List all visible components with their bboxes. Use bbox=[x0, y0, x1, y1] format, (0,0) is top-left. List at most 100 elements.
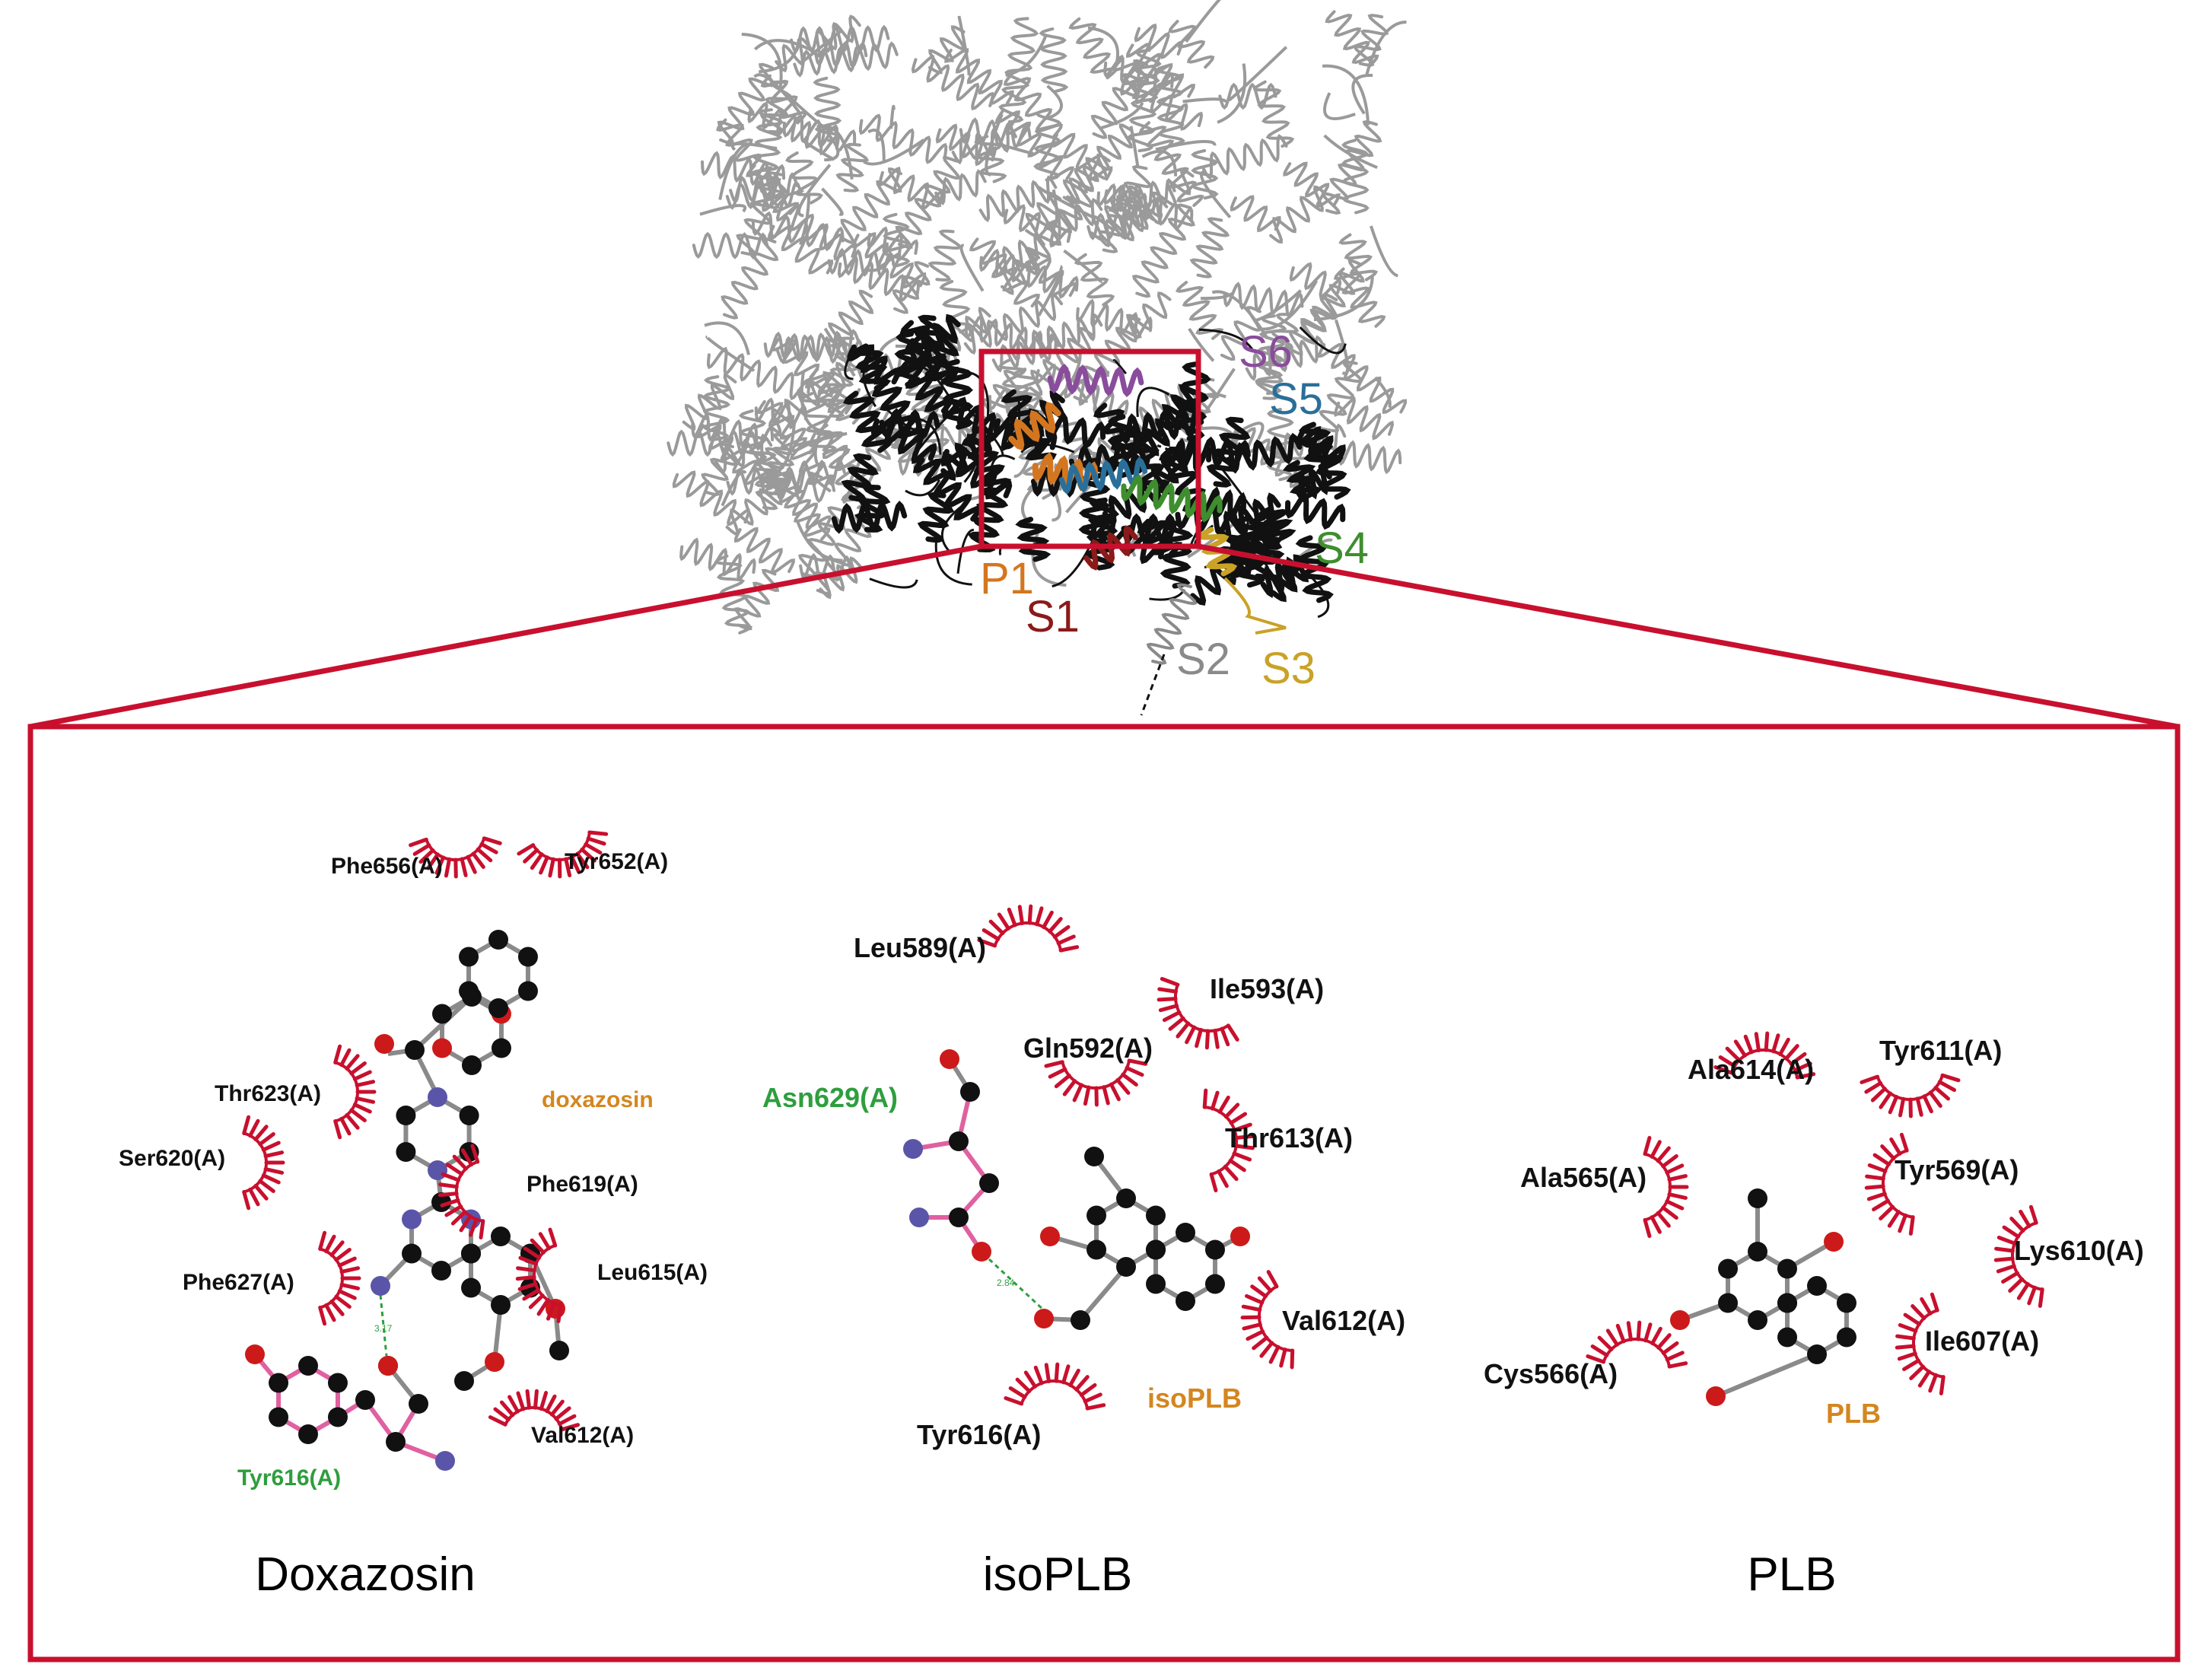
hydrophobic-contact-spoke bbox=[1897, 1351, 1917, 1361]
hydrophobic-contact-spoke bbox=[482, 836, 502, 845]
hydrophobic-contact-spoke bbox=[1860, 1074, 1880, 1084]
protein-helix bbox=[1283, 161, 1341, 208]
hydrophobic-contact-spoke bbox=[460, 857, 468, 877]
protein-loop bbox=[1200, 291, 1234, 301]
domain-helix bbox=[917, 492, 955, 543]
domain-helix bbox=[1001, 389, 1058, 466]
hydrophobic-contact-spoke bbox=[1898, 1213, 1907, 1233]
hydrophobic-contact-spoke bbox=[479, 842, 498, 854]
protein-loop bbox=[1129, 126, 1140, 167]
carbon-atom bbox=[491, 1227, 511, 1246]
hydrophobic-contact-spoke bbox=[1121, 1072, 1138, 1087]
hydrophobic-contact-spoke bbox=[441, 1172, 461, 1182]
hydrophobic-contact-spoke bbox=[1202, 1088, 1208, 1109]
carbon-atom bbox=[1176, 1291, 1195, 1311]
hydrophobic-contact-spoke bbox=[516, 1266, 536, 1273]
hydrophobic-contact-spoke bbox=[556, 1303, 563, 1323]
residue-label: Tyr652(A) bbox=[565, 849, 668, 874]
hydrophobic-contact-spoke bbox=[1033, 1365, 1044, 1386]
protein-loop bbox=[959, 243, 985, 292]
hydrophobic-contact-spoke bbox=[1930, 1292, 1939, 1312]
hydrophobic-contact-spoke bbox=[339, 1266, 361, 1274]
carbon-atom bbox=[269, 1407, 289, 1427]
carbon-atom bbox=[1116, 1257, 1136, 1277]
segment-S6-helix bbox=[1047, 363, 1144, 398]
dashed-loop bbox=[1140, 654, 1166, 716]
hydrophobic-contact-spoke bbox=[1229, 1112, 1248, 1125]
hydrophobic-contact-arc bbox=[1020, 1379, 1090, 1409]
hbond-residue-label: Tyr616(A) bbox=[237, 1465, 341, 1491]
hydrophobic-contact-spoke bbox=[548, 1227, 558, 1248]
domain-helix bbox=[1227, 522, 1272, 573]
bond bbox=[1078, 1265, 1128, 1322]
carbon-atom bbox=[1087, 1205, 1107, 1226]
hydrophobic-contact-spoke bbox=[1754, 1032, 1761, 1052]
domain-helix bbox=[1176, 434, 1251, 469]
domain-loop bbox=[940, 504, 964, 553]
hydrophobic-contact-spoke bbox=[1656, 1146, 1671, 1163]
hydrophobic-contact-spoke bbox=[1058, 945, 1080, 953]
hydrophobic-contact-spoke bbox=[1928, 1373, 1938, 1393]
protein-loop bbox=[1188, 327, 1215, 362]
hydrophobic-contact-spoke bbox=[1909, 1364, 1926, 1380]
protein-loop bbox=[1036, 185, 1094, 219]
ligand-label: doxazosin bbox=[542, 1087, 654, 1112]
domain-helix bbox=[912, 457, 982, 522]
hydrophobic-contact-arc bbox=[1204, 1106, 1238, 1176]
protein-helix bbox=[858, 113, 948, 164]
hydrophobic-contact-arc bbox=[1174, 984, 1230, 1032]
hydrophobic-contact-spoke bbox=[1643, 1135, 1652, 1157]
hydrophobic-contact-spoke bbox=[488, 1415, 507, 1427]
hydrophobic-contact-spoke bbox=[1718, 1055, 1737, 1068]
carbon-atom bbox=[1204, 1239, 1225, 1260]
domain-loop bbox=[1299, 326, 1347, 355]
oxygen-atom bbox=[972, 1242, 991, 1262]
hydrophobic-contact-spoke bbox=[1048, 1067, 1067, 1079]
domain-loop bbox=[905, 479, 940, 497]
domain-helix bbox=[1312, 446, 1351, 500]
protein-helix bbox=[1353, 14, 1389, 67]
protein-loop bbox=[1228, 46, 1288, 102]
carbon-atom bbox=[431, 1261, 451, 1281]
hydrophobic-contact-spoke bbox=[333, 1119, 342, 1140]
hydrophobic-contact-spoke bbox=[522, 1288, 541, 1301]
protein-loop bbox=[753, 73, 803, 116]
plb-arcs bbox=[1586, 1031, 2044, 1395]
hydrophobic-contact-spoke bbox=[248, 1118, 260, 1138]
protein-helix bbox=[1001, 249, 1041, 295]
hydrophobic-contact-spoke bbox=[1667, 1361, 1688, 1369]
hydrophobic-contact-spoke bbox=[324, 1234, 336, 1254]
hydrophobic-contact-spoke bbox=[580, 848, 597, 863]
carbon-atom bbox=[409, 1394, 428, 1414]
protein-helix bbox=[682, 374, 737, 431]
panel-isoplb: Leu589(A) Ile593(A) Gln592(A) Thr613(A) … bbox=[762, 904, 1405, 1601]
carbon-atom bbox=[549, 1341, 569, 1360]
hydrophobic-contact-arc bbox=[455, 1160, 484, 1223]
domain-helix bbox=[1298, 422, 1336, 469]
hydrophobic-contact-arc bbox=[1876, 1074, 1944, 1101]
oxygen-atom bbox=[1040, 1227, 1060, 1246]
protein-loop bbox=[753, 39, 815, 53]
hydrophobic-contact-spoke bbox=[1793, 1061, 1812, 1073]
hydrophobic-contact-spoke bbox=[988, 919, 1005, 936]
domain-helix bbox=[879, 408, 940, 441]
hydrophobic-contact-spoke bbox=[337, 1289, 357, 1300]
hydrophobic-contact-arc bbox=[1729, 1048, 1799, 1078]
protein-loop bbox=[1351, 74, 1373, 115]
isoplb-arcs bbox=[977, 904, 1295, 1411]
hydrophobic-contact-spoke bbox=[1056, 934, 1076, 946]
hydrophobic-contact-spoke bbox=[1667, 1174, 1688, 1182]
protein-helix bbox=[790, 459, 846, 488]
protein-helix bbox=[734, 568, 780, 631]
protein-helix bbox=[808, 368, 863, 425]
hydrophobic-contact-spoke bbox=[1223, 1164, 1239, 1182]
nitrogen-atom bbox=[371, 1276, 390, 1296]
hydrophobic-contact-spoke bbox=[1917, 1370, 1931, 1388]
carbon-atom bbox=[517, 947, 538, 967]
panel-title: PLB bbox=[1747, 1548, 1836, 1601]
carbon-atom bbox=[960, 1082, 980, 1102]
hydrophobic-contact-spoke bbox=[242, 1115, 251, 1135]
segment-S2-helix bbox=[1146, 583, 1198, 665]
oxygen-atom bbox=[940, 1049, 959, 1069]
hydrophobic-contact-spoke bbox=[253, 1183, 269, 1201]
